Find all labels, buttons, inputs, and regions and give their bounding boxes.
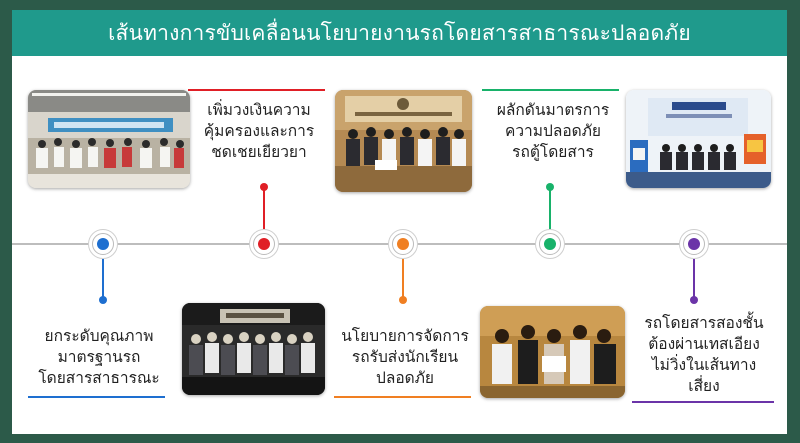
milestone-2-stem — [263, 190, 265, 229]
photo-conference-hall — [626, 90, 771, 188]
milestone-2-caption: เพิ่มวงเงินความ คุ้มครองและการ ชดเชยเยีย… — [203, 101, 315, 161]
milestone-2-underline — [188, 89, 325, 91]
milestone-3-caption: นโยบายการจัดการ รถรับส่งนักเรียน ปลอดภัย — [341, 327, 469, 387]
milestone-4-node — [535, 229, 565, 259]
milestone-3-underline — [334, 396, 471, 398]
milestone-1-pin — [99, 296, 107, 304]
milestone-1-node — [88, 229, 118, 259]
milestone-2-pin — [260, 183, 268, 191]
photo-meeting-banner — [28, 90, 190, 188]
photo-stage-group — [182, 303, 325, 395]
milestone-3-stem — [402, 259, 404, 297]
title-bar: เส้นทางการขับเคลื่อนนโยบายงานรถโดยสารสาธ… — [12, 10, 787, 56]
milestone-1-stem — [102, 259, 104, 297]
milestone-1-underline — [28, 396, 165, 398]
milestone-4-dot — [544, 238, 556, 250]
milestone-2-node — [249, 229, 279, 259]
milestone-5-dot — [688, 238, 700, 250]
photo-group-certificate — [480, 306, 625, 398]
milestone-3-pin — [399, 296, 407, 304]
milestone-5-node — [679, 229, 709, 259]
milestone-4-caption: ผลักดันมาตรการ ความปลอดภัย รถตู้โดยสาร — [496, 101, 610, 161]
milestone-5-pin — [690, 296, 698, 304]
photo-officials-table — [335, 90, 472, 192]
milestone-5-caption: รถโดยสารสองชั้น ต้องผ่านเทสเอียง ไม่วิ่ง… — [644, 314, 764, 395]
infographic-frame: เส้นทางการขับเคลื่อนนโยบายงานรถโดยสารสาธ… — [12, 10, 787, 434]
milestone-3-node — [388, 229, 418, 259]
milestone-5-stem — [693, 259, 695, 297]
milestone-5-underline — [632, 401, 774, 403]
milestone-4-pin — [546, 183, 554, 191]
milestone-4-stem — [549, 190, 551, 229]
milestone-3-dot — [397, 238, 409, 250]
milestone-2-dot — [258, 238, 270, 250]
milestone-1-dot — [97, 238, 109, 250]
milestone-1-caption: ยกระดับคุณภาพ มาตรฐานรถ โดยสารสาธารณะ — [38, 327, 160, 387]
page-title: เส้นทางการขับเคลื่อนนโยบายงานรถโดยสารสาธ… — [108, 20, 691, 45]
milestone-4-underline — [482, 89, 619, 91]
